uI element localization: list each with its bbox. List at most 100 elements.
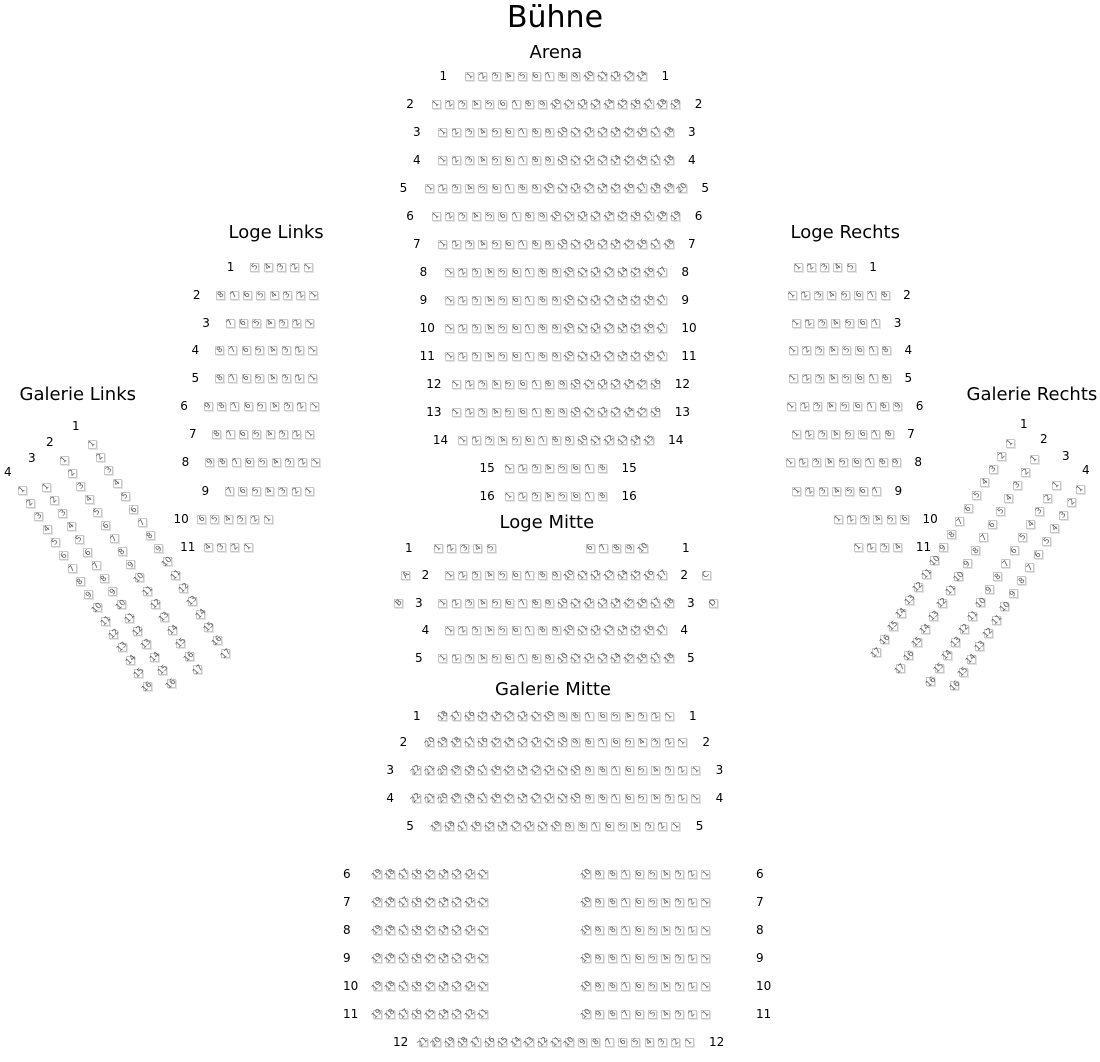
seat-arena-4[interactable]: 4 [470,210,481,221]
seat-galerie-mitte-8[interactable]: 8 [607,868,618,879]
seat-galerie-mitte-12[interactable]: 12 [462,1006,477,1021]
seat-galerie-rechts-15[interactable]: 15 [909,635,924,649]
seat-loge-mitte-2[interactable]: 2 [445,542,456,553]
seat-loge-rechts-4[interactable]: 4 [832,261,843,272]
seat-galerie-mitte-8[interactable]: 8 [607,924,618,935]
seat-loge-mitte-10[interactable]: 10 [636,540,650,555]
seat-loge-links-6[interactable]: 6 [242,289,253,300]
seat-galerie-mitte-16[interactable]: 16 [409,978,424,993]
seat-loge-mitte-15[interactable]: 15 [622,650,636,665]
seat-galerie-rechts-3[interactable]: 3 [1033,505,1044,516]
seat-galerie-mitte-4[interactable]: 4 [660,868,671,879]
seat-galerie-rechts-12[interactable]: 12 [957,621,971,636]
seat-galerie-mitte-21[interactable]: 21 [422,762,437,777]
seat-arena-1[interactable]: 1 [444,294,455,305]
seat-arena-9[interactable]: 9 [550,322,561,333]
seat-arena-11[interactable]: 11 [582,376,596,391]
seat-galerie-mitte-12[interactable]: 12 [522,818,536,833]
seat-galerie-mitte-14[interactable]: 14 [436,894,450,909]
seat-loge-mitte-12[interactable]: 12 [588,622,603,637]
seat-galerie-mitte-8[interactable]: 8 [607,896,618,907]
seat-galerie-mitte-10[interactable]: 10 [568,790,583,805]
seat-galerie-links-13[interactable]: 13 [115,640,129,654]
seat-loge-links-8[interactable]: 8 [215,289,226,300]
seat-galerie-mitte-12[interactable]: 12 [535,1034,550,1049]
seat-arena-3[interactable]: 3 [484,434,495,445]
seat-loge-links-6[interactable]: 6 [240,344,251,355]
seat-galerie-mitte-5[interactable]: 5 [647,980,658,991]
seat-galerie-mitte-8[interactable]: 8 [590,1036,601,1047]
seat-loge-mitte-12[interactable]: 12 [582,595,596,610]
seat-arena-11[interactable]: 11 [575,292,590,307]
seat-galerie-rechts-1[interactable]: 1 [1004,437,1015,448]
seat-galerie-mitte-13[interactable]: 13 [508,818,523,833]
seat-arena-14[interactable]: 14 [608,236,623,251]
seat-loge-rechts-6[interactable]: 6 [899,513,910,524]
seat-galerie-rechts-16[interactable]: 16 [923,674,938,688]
seat-arena-6[interactable]: 6 [497,210,508,221]
seat-loge-links-3[interactable]: 3 [282,289,293,300]
seat-galerie-links-8[interactable]: 8 [145,530,156,541]
seat-arena-2[interactable]: 2 [457,322,468,333]
seat-arena-9[interactable]: 9 [550,294,561,305]
seat-arena-15[interactable]: 15 [615,208,629,223]
seat-galerie-mitte-9[interactable]: 9 [593,896,604,907]
seat-arena-14[interactable]: 14 [595,180,609,195]
seat-galerie-mitte-7[interactable]: 7 [610,792,621,803]
seat-loge-links-4[interactable]: 4 [222,513,233,524]
seat-arena-1[interactable]: 1 [437,238,448,249]
seat-galerie-mitte-18[interactable]: 18 [383,866,397,881]
seat-galerie-mitte-15[interactable]: 15 [495,1034,510,1049]
seat-galerie-rechts-4[interactable]: 4 [1049,522,1060,533]
seat-loge-mitte-17[interactable]: 17 [648,595,663,610]
seat-loge-mitte-14[interactable]: 14 [608,595,623,610]
seat-galerie-links-17[interactable]: 17 [190,662,205,677]
seat-loge-mitte-11[interactable]: 11 [568,595,583,610]
seat-loge-links-7[interactable]: 7 [224,428,235,439]
seat-galerie-mitte-1[interactable]: 1 [700,1008,711,1019]
seat-loge-rechts-1[interactable]: 1 [790,317,801,328]
seat-arena-4[interactable]: 4 [497,434,508,445]
seat-galerie-links-11[interactable]: 11 [122,610,136,625]
seat-arena-13[interactable]: 13 [595,236,609,251]
seat-loge-links-4[interactable]: 4 [262,261,273,272]
seat-arena-9[interactable]: 9 [544,154,554,165]
seat-galerie-rechts-2[interactable]: 2 [1042,492,1053,503]
seat-galerie-mitte-10[interactable]: 10 [578,922,593,937]
seat-loge-rechts-6[interactable]: 6 [857,317,868,328]
seat-arena-14[interactable]: 14 [602,96,616,111]
seat-loge-mitte-1[interactable]: 1 [432,542,443,553]
seat-galerie-links-2[interactable]: 2 [49,494,59,505]
seat-galerie-links-12[interactable]: 12 [106,626,121,641]
seat-arena-14[interactable]: 14 [628,432,643,447]
seat-galerie-mitte-18[interactable]: 18 [462,790,476,805]
seat-loge-mitte-18[interactable]: 18 [661,595,676,610]
seat-arena-4[interactable]: 4 [477,238,488,249]
seat-arena-13[interactable]: 13 [622,68,636,83]
seat-loge-rechts-5[interactable]: 5 [844,485,855,496]
seat-arena-4[interactable]: 4 [470,98,481,109]
seat-galerie-links-4[interactable]: 4 [65,520,76,531]
seat-arena-10[interactable]: 10 [562,320,576,335]
seat-galerie-links-5[interactable]: 5 [92,507,103,518]
seat-arena-10[interactable]: 10 [568,404,583,419]
seat-arena-14[interactable]: 14 [602,208,616,223]
seat-arena-2[interactable]: 2 [444,210,455,221]
seat-galerie-mitte-4[interactable]: 4 [660,924,671,935]
seat-loge-mitte-6[interactable]: 6 [510,569,521,580]
seat-loge-mitte-1[interactable]: 1 [444,624,455,635]
seat-arena-5[interactable]: 5 [497,322,508,333]
seat-loge-links-7[interactable]: 7 [227,344,238,355]
seat-arena-5[interactable]: 5 [504,406,515,417]
seat-loge-rechts-6[interactable]: 6 [854,372,865,383]
seat-galerie-mitte-17[interactable]: 17 [396,978,411,993]
seat-loge-links-6[interactable]: 6 [242,400,253,411]
seat-galerie-mitte-9[interactable]: 9 [593,1008,604,1019]
seat-arena-8[interactable]: 8 [524,98,535,109]
seat-loge-rechts-7[interactable]: 7 [866,289,877,300]
seat-galerie-mitte-1[interactable]: 1 [700,896,711,907]
seat-arena-13[interactable]: 13 [608,376,623,391]
seat-galerie-rechts-9[interactable]: 9 [1007,588,1018,599]
seat-arena-16[interactable]: 16 [641,292,656,307]
seat-galerie-links-10[interactable]: 10 [160,554,174,569]
